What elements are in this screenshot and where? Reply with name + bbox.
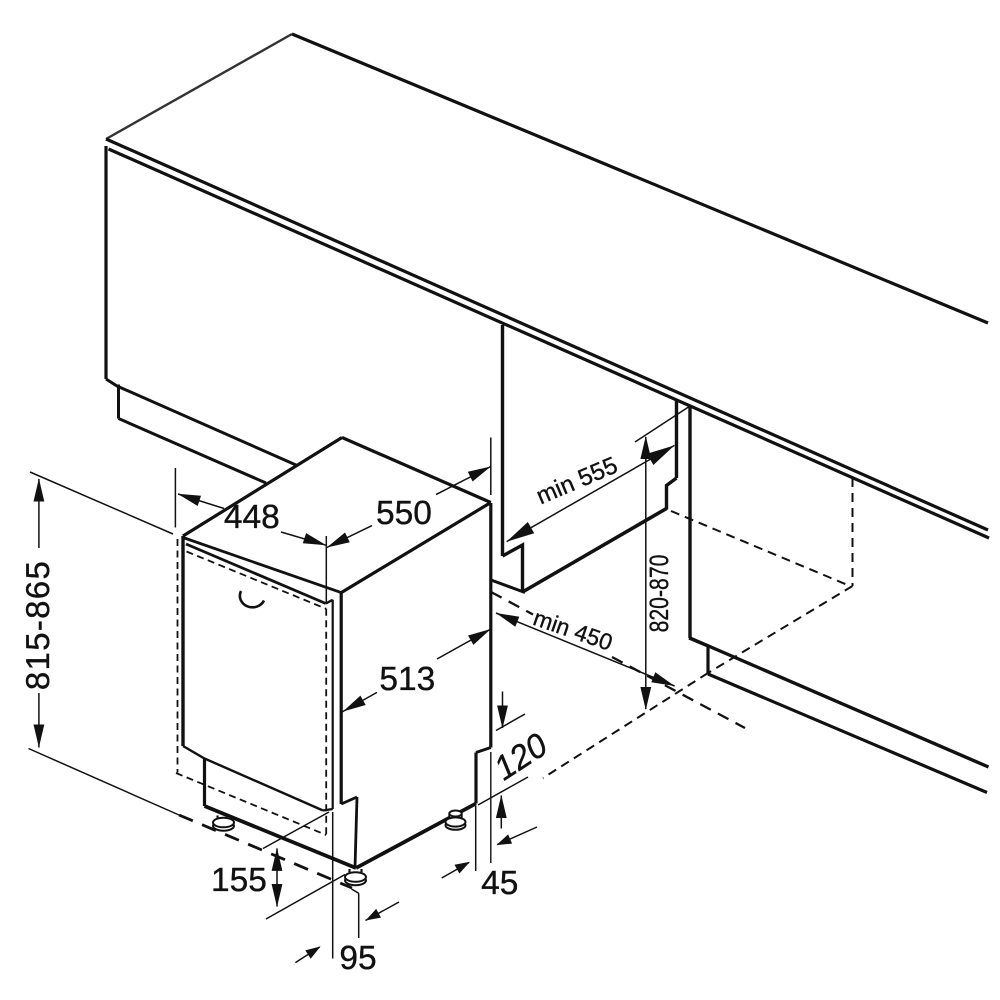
svg-text:550: 550 <box>376 495 432 532</box>
svg-text:448: 448 <box>224 499 280 536</box>
svg-text:815-865: 815-865 <box>19 560 56 690</box>
svg-text:513: 513 <box>379 661 435 698</box>
svg-text:95: 95 <box>339 940 376 977</box>
svg-text:820-870: 820-870 <box>644 555 674 633</box>
svg-text:155: 155 <box>211 862 267 899</box>
svg-text:45: 45 <box>481 865 518 902</box>
